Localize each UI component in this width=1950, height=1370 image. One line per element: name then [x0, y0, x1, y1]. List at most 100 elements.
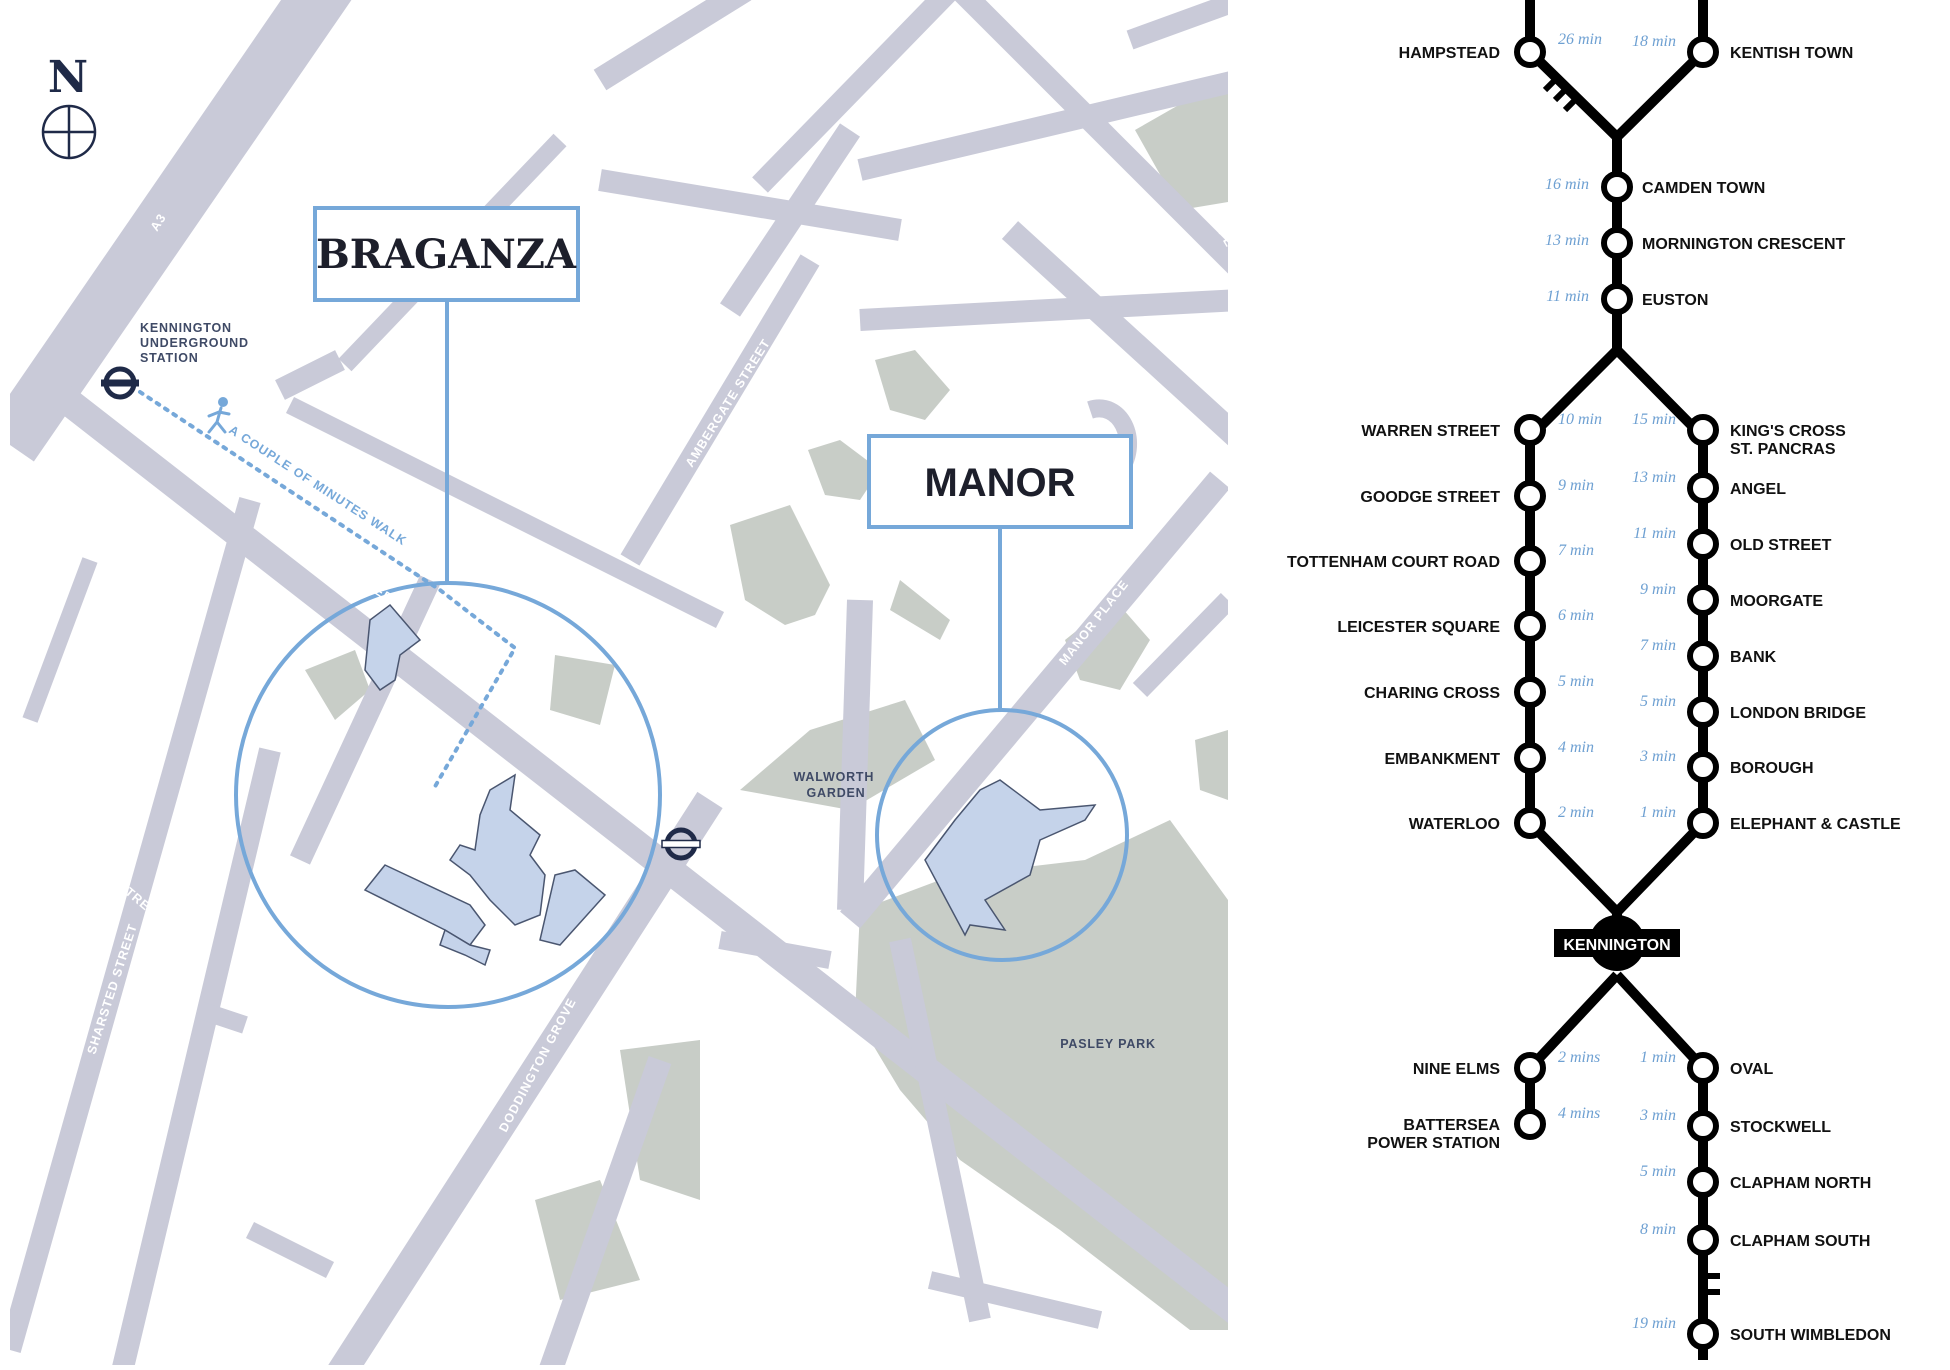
road-label-sharsted-street-2: SHARSTED STREET [85, 922, 141, 1056]
building [364, 603, 422, 692]
street-map: BRAGANZA MANOR A COUPLE OF MINUTES WALK [10, 0, 1228, 1365]
station-marker [1514, 36, 1546, 68]
walworth-garden-label: WALWORTH GARDEN [794, 770, 879, 800]
park-area [808, 440, 880, 500]
station-name: WATERLOO [1409, 816, 1500, 833]
journey-time: 1 min [1640, 804, 1676, 821]
station-name: CLAPHAM SOUTH [1730, 1233, 1870, 1250]
park-area [730, 505, 830, 625]
station-name: CAMDEN TOWN [1642, 180, 1765, 197]
journey-time: 3 min [1639, 748, 1676, 765]
journey-time: 8 min [1640, 1221, 1676, 1238]
journey-time: 4 mins [1558, 1105, 1600, 1122]
station-name: GOODGE STREET [1360, 489, 1500, 506]
station-marker [1601, 227, 1633, 259]
station-marker [1514, 414, 1546, 446]
journey-time: 1 min [1640, 1049, 1676, 1066]
journey-time: 13 min [1632, 469, 1676, 486]
journey-time: 5 min [1558, 673, 1594, 690]
station-moorgate: MOORGATE 9 min [1640, 581, 1823, 616]
station-name: OVAL [1730, 1061, 1773, 1078]
station-marker [1687, 1224, 1719, 1256]
station-name: HAMPSTEAD [1399, 45, 1500, 62]
station-name: KENTISH TOWN [1730, 45, 1853, 62]
station-marker [1687, 1110, 1719, 1142]
park-area [875, 350, 950, 420]
station-marker [1514, 676, 1546, 708]
building [448, 773, 546, 926]
station-marker [1687, 472, 1719, 504]
journey-time: 9 min [1640, 581, 1676, 598]
station-marker [1687, 1166, 1719, 1198]
walker-icon [207, 397, 231, 434]
building [439, 928, 491, 967]
station-name: STOCKWELL [1730, 1119, 1831, 1136]
station-mornington-crescent: MORNINGTON CRESCENT 13 min [1545, 227, 1845, 259]
manor-callout: MANOR [867, 434, 1133, 710]
journey-time: 3 min [1639, 1107, 1676, 1124]
overground-roundel-icon [661, 827, 701, 861]
line-end-tick [1562, 97, 1578, 113]
station-marker [1514, 1052, 1546, 1084]
journey-time: 6 min [1558, 607, 1594, 624]
station-name: MOORGATE [1730, 593, 1823, 610]
station-name: MORNINGTON CRESCENT [1642, 236, 1845, 253]
station-name: OLD STREET [1730, 537, 1832, 554]
station-name: EUSTON [1642, 292, 1708, 309]
station-tottenham-court-road: TOTTENHAM COURT ROAD 7 min [1287, 542, 1594, 577]
journey-time: 5 min [1640, 1163, 1676, 1180]
journey-time: 7 min [1558, 542, 1594, 559]
journey-time: 9 min [1558, 477, 1594, 494]
underground-roundel-icon [101, 366, 139, 400]
pasley-park-label: PASLEY PARK [1060, 1037, 1156, 1051]
journey-time: 13 min [1545, 232, 1589, 249]
braganza-callout: BRAGANZA [313, 206, 580, 583]
station-marker [1601, 283, 1633, 315]
journey-time: 2 mins [1558, 1049, 1600, 1066]
manor-building [924, 779, 1097, 937]
station-nine-elms: NINE ELMS 2 mins [1413, 1049, 1600, 1084]
station-euston: EUSTON 11 min [1546, 283, 1708, 315]
station-name: ELEPHANT & CASTLE [1730, 816, 1901, 833]
station-marker [1687, 640, 1719, 672]
station-marker [1687, 807, 1719, 839]
station-marker [1687, 414, 1719, 446]
journey-time: 4 min [1558, 739, 1594, 756]
station-marker [1514, 480, 1546, 512]
station-name: TOTTENHAM COURT ROAD [1287, 554, 1500, 571]
station-name: ANGEL [1730, 481, 1786, 498]
park-area [890, 580, 950, 640]
park-area [550, 655, 615, 725]
station-marker [1601, 171, 1633, 203]
journey-time: 5 min [1640, 693, 1676, 710]
station-marker [1514, 610, 1546, 642]
journey-time: 26 min [1558, 31, 1602, 48]
station-name: NINE ELMS [1413, 1061, 1500, 1078]
kennington-hub-label: KENNINGTON [1563, 937, 1670, 954]
journey-time: 11 min [1546, 288, 1589, 305]
line-end-tick [1552, 87, 1568, 103]
green-spaces [305, 76, 1228, 1330]
station-marker [1687, 1318, 1719, 1350]
station-name: CHARING CROSS [1364, 685, 1500, 702]
development-buildings [363, 603, 1097, 967]
station-charing-cross: CHARING CROSS 5 min [1364, 673, 1594, 708]
journey-time: 7 min [1640, 637, 1676, 654]
station-oval: OVAL 1 min [1640, 1049, 1773, 1084]
walworth-garden-area [740, 700, 935, 810]
park-area [1065, 600, 1150, 690]
line-end-tick [1542, 77, 1558, 93]
journey-time: 15 min [1632, 411, 1676, 428]
